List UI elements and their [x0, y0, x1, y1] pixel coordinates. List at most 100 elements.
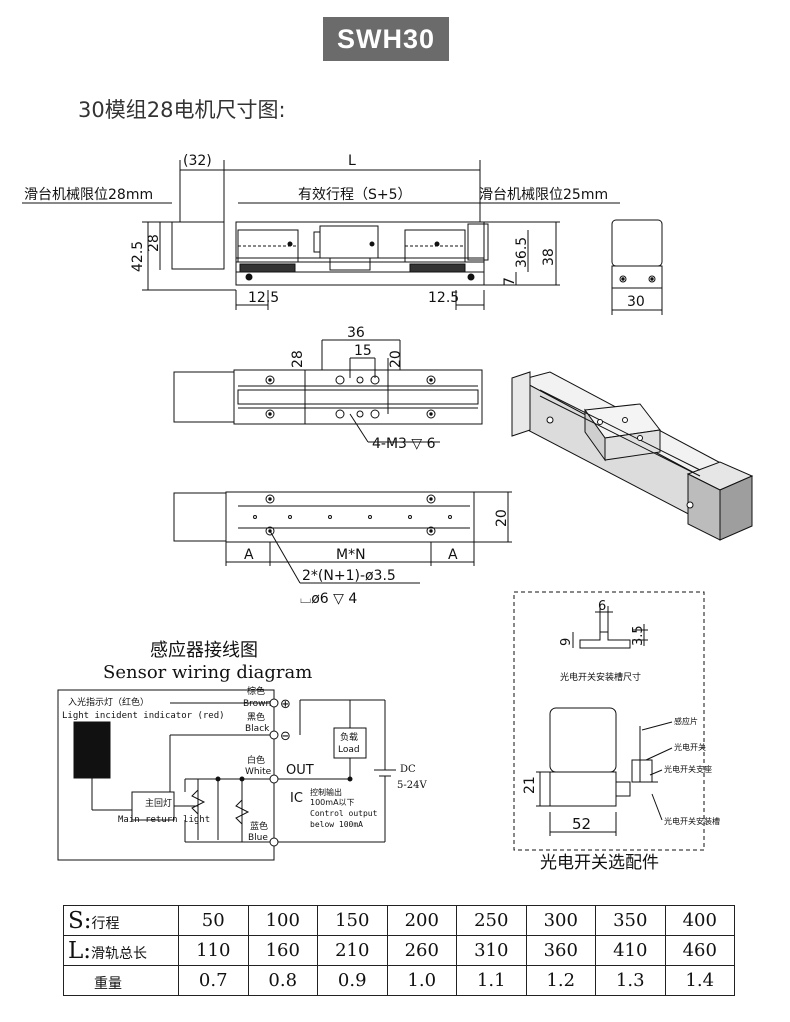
table-cell: 250	[456, 905, 527, 936]
ctrl-cn2: 100mA以下	[310, 798, 355, 807]
blue-cn: 蓝色	[250, 820, 268, 832]
bottom-view-labels: 20 A M*N A 2*(N+1)-ø3.5 ⌴ø6 ▽ 4	[244, 509, 510, 607]
label-switch: 光电开关	[674, 742, 706, 752]
accessory-dim-21: 21	[522, 776, 538, 794]
dim-42-5: 42.5	[130, 241, 146, 272]
top-rail	[233, 369, 483, 425]
slot-profile	[579, 631, 631, 649]
main-light-en: Main return light	[118, 815, 210, 825]
incident-en: Light incident indicator (red)	[62, 711, 225, 721]
limit-right-label: 滑台机械限位25mm	[479, 186, 608, 203]
row-key: S:	[68, 907, 92, 934]
black-cn: 黑色	[247, 711, 265, 723]
dim-36-5: 36.5	[514, 237, 530, 268]
table-cell: 360	[525, 935, 596, 966]
top-dim-36: 36	[347, 325, 365, 341]
brown-en: Brown	[243, 699, 271, 709]
dim-MN: M*N	[336, 547, 366, 563]
table-row: S:行程 50 100 150 200 250 300 350 400	[63, 905, 735, 936]
bottom-dim-20: 20	[494, 509, 510, 527]
bottom-view	[173, 491, 512, 584]
spec-table: S:行程 50 100 150 200 250 300 350 400 L:滑轨…	[63, 905, 735, 996]
table-cell: 0.9	[317, 965, 388, 996]
limit-left-label: 滑台机械限位28mm	[24, 186, 153, 203]
slot-caption: 光电开关安装槽尺寸	[560, 671, 641, 683]
dim-L: L	[348, 153, 356, 169]
wiring-diagram	[57, 689, 396, 861]
row-label: 重量	[94, 975, 122, 992]
white-en: White	[245, 767, 272, 777]
ctrl-en: Control output	[310, 809, 378, 818]
table-cell: 210	[317, 935, 388, 966]
table-cell: 1.1	[456, 965, 527, 996]
accessory-dim-52: 52	[572, 815, 591, 833]
accessory-dashed-box	[513, 591, 705, 851]
page-heading: 30模组28电机尺寸图:	[78, 98, 286, 122]
effective-stroke-label: 有效行程（S+5）	[298, 187, 412, 203]
dim-30: 30	[627, 294, 645, 310]
row-head-stroke: S:行程	[63, 905, 179, 936]
accessory-caption: 光电开关选配件	[540, 853, 659, 873]
side-view-labels: (32) L 滑台机械限位28mm 有效行程（S+5） 滑台机械限位25mm 4…	[24, 153, 608, 306]
brown-cn: 棕色	[247, 685, 265, 697]
wiring-title-cn: 感应器接线图	[150, 640, 258, 661]
table-cell: 300	[525, 905, 596, 936]
top-dim-20: 20	[388, 350, 404, 368]
table-row: 重量 0.7 0.8 0.9 1.0 1.1 1.2 1.3 1.4	[63, 965, 735, 996]
load-cn: 负载	[340, 731, 358, 743]
table-row: L:滑轨总长 110 160 210 260 310 360 410 460	[63, 935, 735, 966]
photo-switch-labels: 6 9 3.5 光电开关安装槽尺寸 感应片 光电开关 光电开关支座 光电开关安装…	[522, 599, 720, 873]
dim-28: 28	[146, 234, 162, 252]
slot-dim-3-5: 3.5	[631, 625, 646, 646]
top-view	[173, 339, 483, 443]
incident-cn: 入光指示灯（红色）	[68, 696, 149, 708]
row-label: 行程	[91, 915, 120, 932]
table-cell: 0.8	[247, 965, 318, 996]
top-view-labels: 36 15 28 20 4-M3 ▽ 6	[290, 325, 436, 452]
isometric-view	[511, 371, 754, 541]
minus-terminal-icon: ⊖	[280, 729, 291, 744]
counterbore-callout: ⌴ø6 ▽ 4	[300, 591, 357, 607]
row-head-weight: 重量	[63, 965, 179, 996]
bottom-motor	[173, 492, 227, 542]
voltage-label: 5-24V	[397, 780, 427, 791]
table-cell: 50	[178, 905, 249, 936]
main-light-cn: 主回灯	[145, 797, 172, 809]
table-cell: 1.4	[664, 965, 735, 996]
thread-callout: 4-M3 ▽ 6	[372, 436, 436, 452]
end-motor	[611, 219, 663, 267]
slot-dim-9: 9	[559, 638, 574, 646]
photo-switch-panel	[513, 591, 705, 851]
load-en: Load	[338, 745, 360, 755]
label-slot: 光电开关安装槽	[664, 816, 720, 826]
plus-terminal-icon: ⊕	[280, 697, 291, 712]
model-badge: SWH30	[323, 17, 449, 61]
holes-callout: 2*(N+1)-ø3.5	[302, 568, 396, 584]
table-cell: 410	[595, 935, 666, 966]
row-key: L:	[68, 937, 92, 964]
dim-38: 38	[541, 248, 557, 266]
table-cell: 310	[456, 935, 527, 966]
top-motor	[173, 371, 235, 423]
row-label: 滑轨总长	[91, 945, 148, 962]
wiring-title-en: Sensor wiring diagram	[103, 662, 312, 683]
dim-7: 7	[502, 277, 518, 286]
dim-12-5-right: 12.5	[428, 290, 459, 306]
end-view	[611, 219, 663, 315]
ctrl-cn: 控制输出	[310, 787, 342, 797]
table-cell: 1.0	[386, 965, 457, 996]
white-cn: 白色	[247, 754, 265, 766]
table-cell: 0.7	[178, 965, 249, 996]
dim-A-right: A	[448, 547, 458, 563]
side-view	[22, 160, 620, 310]
table-cell: 100	[247, 905, 318, 936]
ic-label: IC	[290, 791, 303, 806]
table-cell: 260	[386, 935, 457, 966]
table-cell: 200	[386, 905, 457, 936]
slot-dim-6: 6	[598, 599, 606, 614]
ctrl-en2: below 100mA	[310, 820, 363, 829]
table-cell: 460	[664, 935, 735, 966]
label-sensor-plate: 感应片	[674, 716, 698, 726]
row-head-length: L:滑轨总长	[63, 935, 179, 966]
